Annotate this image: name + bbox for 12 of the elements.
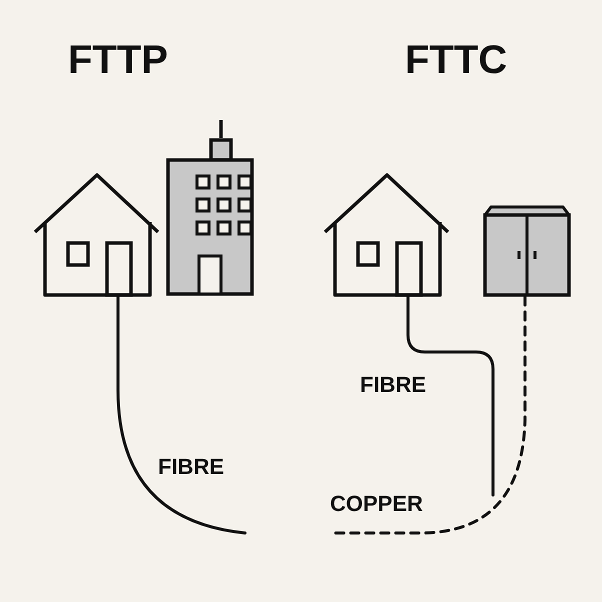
dashed-cable-line — [334, 296, 526, 534]
house-drawing — [323, 173, 450, 296]
street-cabinet-drawing — [483, 205, 571, 297]
cable-line — [116, 294, 246, 534]
section-title: FTTC — [405, 40, 508, 80]
apartment-building-drawing — [166, 118, 252, 296]
edge-label: COPPER — [330, 493, 423, 515]
edge-label: FIBRE — [158, 456, 224, 478]
section-title: FTTP — [68, 40, 168, 80]
edge-label: FIBRE — [360, 374, 426, 396]
cable-line — [406, 294, 494, 496]
house-drawing — [33, 173, 160, 296]
